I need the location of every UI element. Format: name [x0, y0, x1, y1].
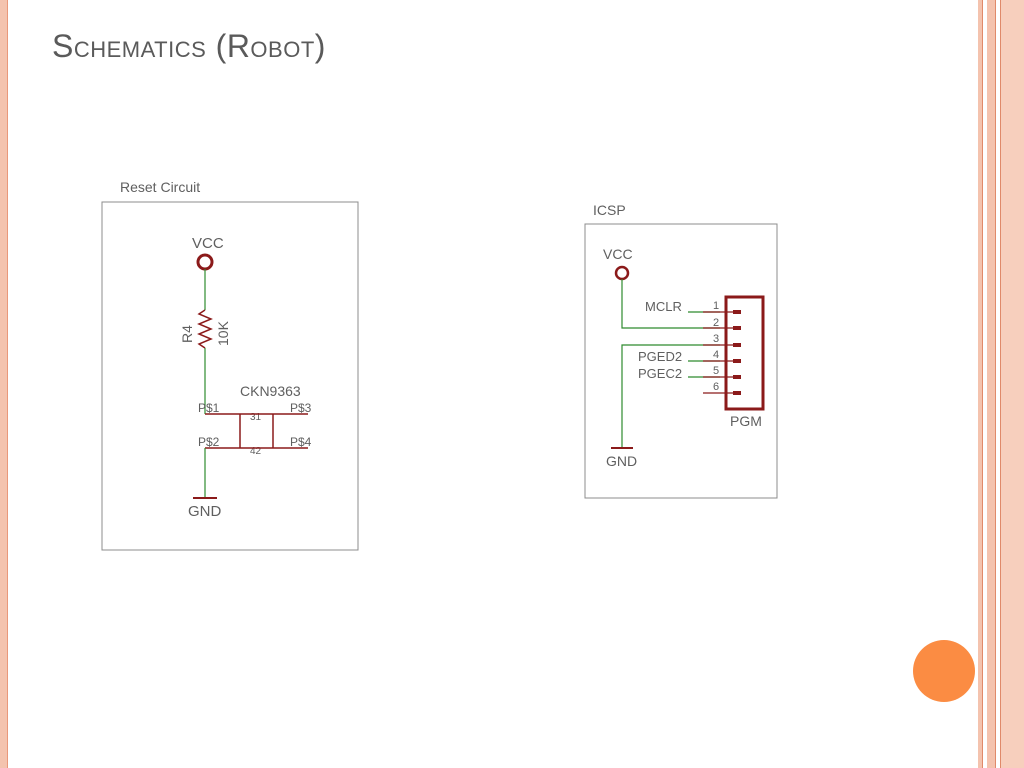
icsp-vcc-label: VCC: [603, 246, 633, 262]
icsp-gnd-label: GND: [606, 453, 637, 469]
right-decorative-stripes: [978, 0, 1024, 768]
icsp-vcc-wire: [621, 279, 720, 329]
switch-pin1-label: P$1: [198, 401, 220, 415]
pgm-pin-4: 4: [713, 349, 719, 361]
pgm-pin-5: 5: [713, 365, 719, 377]
icsp-signal-pgec2: PGEC2: [638, 366, 682, 381]
switch-pin4-label: P$4: [290, 435, 312, 449]
switch-inner-pin-b: 42: [250, 446, 262, 457]
pgm-pin-6: 6: [713, 381, 719, 393]
switch-part-label: CKN9363: [240, 383, 301, 399]
icsp-signal-mclr: MCLR: [645, 299, 682, 314]
switch-inner-pin-a: 31: [250, 412, 262, 423]
icsp-signal-pged2: PGED2: [638, 349, 682, 364]
pgm-connector: [703, 295, 765, 411]
pgm-pin-3: 3: [713, 333, 719, 345]
icsp-title: ICSP: [593, 202, 626, 218]
reset-circuit: Reset Circuit VCC R4 10K CKN9363 P$1 P$3…: [101, 179, 359, 551]
pushbutton-switch: [205, 413, 308, 449]
icsp-frame: [584, 223, 778, 499]
icsp-vcc-terminal: [614, 265, 630, 281]
switch-pin3-label: P$3: [290, 401, 312, 415]
icsp-gnd-wire: [621, 344, 720, 448]
resistor-ref-label: R4: [179, 325, 195, 343]
resistor-r4: [197, 309, 213, 349]
decorative-orange-circle: [913, 640, 975, 702]
pgm-pin-2: 2: [713, 317, 719, 329]
reset-gnd-label: GND: [188, 503, 222, 520]
switch-pin2-label: P$2: [198, 435, 220, 449]
pgm-connector-label: PGM: [730, 413, 762, 429]
pgm-pin-1: 1: [713, 300, 719, 312]
slide-title: Schematics (Robot): [52, 28, 326, 64]
reset-vcc-label: VCC: [192, 235, 224, 252]
reset-vcc-terminal: [196, 253, 214, 271]
resistor-value-label: 10K: [215, 320, 231, 346]
reset-circuit-title: Reset Circuit: [120, 179, 200, 195]
left-decorative-border: [0, 0, 8, 768]
icsp-circuit: ICSP VCC GND MCLR PGED2 PGEC2 1 2 3 4 5 …: [584, 202, 778, 499]
reset-circuit-frame: [101, 201, 359, 551]
